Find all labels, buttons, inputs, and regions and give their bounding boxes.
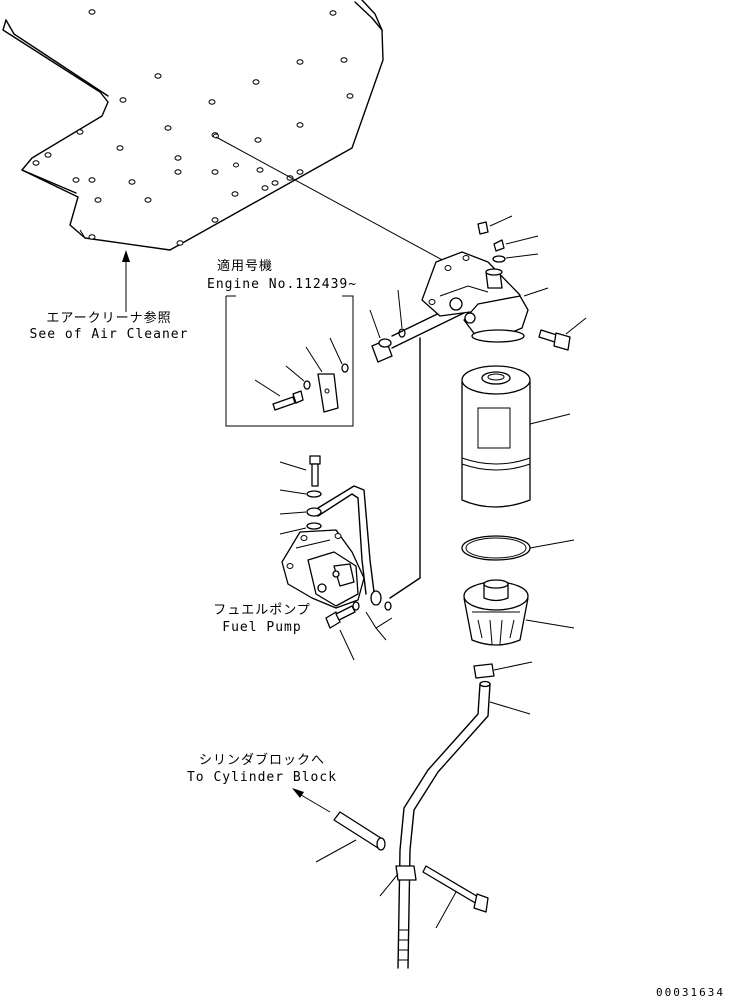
air-cleaner-label-en: See of Air Cleaner [29, 327, 189, 342]
mount-leader-line [215, 136, 471, 276]
drawing-number: 00031634 [656, 986, 725, 999]
air-cleaner-arrow [122, 250, 130, 312]
drain-hose [397, 680, 531, 969]
filter-cartridge [461, 365, 571, 508]
long-bolt [422, 865, 489, 929]
pump-fasteners [279, 455, 322, 535]
separator-bowl [463, 579, 575, 646]
cylinder-block-sleeve [292, 788, 386, 863]
cylinder-block-label-en: To Cylinder Block [186, 770, 338, 785]
bracket-holes [32, 9, 354, 246]
drain-fitting [473, 661, 533, 679]
fuel-line-vertical [389, 337, 421, 599]
fuel-pump-label-en: Fuel Pump [222, 620, 302, 635]
pump-bolt [325, 601, 360, 661]
pump-feed-line [317, 485, 393, 641]
fuel-pump-label-jp: フュエルポンプ [213, 603, 311, 618]
engine-number-label: Engine No.112439~ [207, 277, 358, 292]
air-cleaner-label-jp: エアークリーナ参照 [46, 311, 172, 326]
fuel-pump [281, 529, 365, 609]
cylinder-block-label-jp: シリンダブロックへ [198, 753, 326, 768]
applicable-engine-label-jp: 適用号機 [216, 259, 274, 274]
head-fasteners [477, 215, 587, 351]
air-cleaner-bracket-plate [2, 0, 384, 251]
bowl-o-ring [461, 535, 575, 561]
filter-head [421, 251, 529, 343]
inset-box [225, 295, 354, 427]
hose-clamp [379, 865, 417, 897]
